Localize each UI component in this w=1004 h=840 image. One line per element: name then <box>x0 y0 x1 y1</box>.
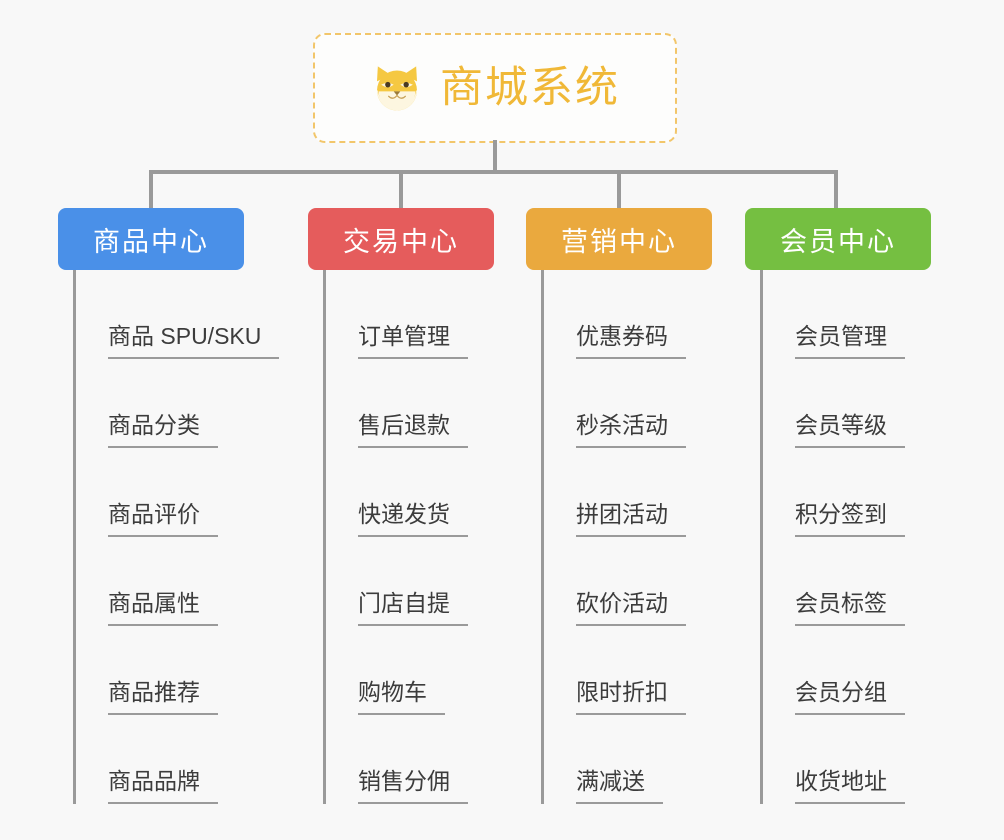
list-item[interactable]: 收货地址 <box>763 715 931 804</box>
list-item[interactable]: 商品分类 <box>76 359 244 448</box>
column-member-center: 会员中心 会员管理 会员等级 积分签到 会员标签 会员分组 收货地址 <box>745 208 931 804</box>
leaf-label: 门店自提 <box>358 590 468 626</box>
leaf-label: 会员等级 <box>795 412 905 448</box>
root-to-columns-connector <box>149 140 838 210</box>
list-item[interactable]: 会员分组 <box>763 626 931 715</box>
leaf-label: 限时折扣 <box>576 679 686 715</box>
leaf-label: 商品推荐 <box>108 679 218 715</box>
leaf-stack-member-center: 会员管理 会员等级 积分签到 会员标签 会员分组 收货地址 <box>760 270 931 804</box>
list-item[interactable]: 积分签到 <box>763 448 931 537</box>
leaf-label: 购物车 <box>358 679 445 715</box>
column-product-center: 商品中心 商品 SPU/SKU 商品分类 商品评价 商品属性 商品推荐 商品品牌 <box>58 208 280 804</box>
column-marketing-center: 营销中心 优惠券码 秒杀活动 拼团活动 砍价活动 限时折扣 满减送 <box>526 208 712 804</box>
list-item[interactable]: 优惠券码 <box>544 270 712 359</box>
column-header-member-center[interactable]: 会员中心 <box>745 208 931 270</box>
leaf-label: 销售分佣 <box>358 768 468 804</box>
leaf-label: 商品评价 <box>108 501 218 537</box>
list-item[interactable]: 快递发货 <box>326 448 494 537</box>
list-item[interactable]: 砍价活动 <box>544 537 712 626</box>
leaf-label: 商品属性 <box>108 590 218 626</box>
leaf-label: 砍价活动 <box>576 590 686 626</box>
root-node[interactable]: 商城系统 <box>313 33 677 143</box>
leaf-stack-product-center: 商品 SPU/SKU 商品分类 商品评价 商品属性 商品推荐 商品品牌 <box>73 270 280 804</box>
leaf-stack-marketing-center: 优惠券码 秒杀活动 拼团活动 砍价活动 限时折扣 满减送 <box>541 270 712 804</box>
list-item[interactable]: 秒杀活动 <box>544 359 712 448</box>
leaf-label: 积分签到 <box>795 501 905 537</box>
leaf-label: 商品品牌 <box>108 768 218 804</box>
list-item[interactable]: 会员标签 <box>763 537 931 626</box>
leaf-label: 商品 SPU/SKU <box>108 323 280 359</box>
list-item[interactable]: 销售分佣 <box>326 715 494 804</box>
list-item[interactable]: 商品品牌 <box>76 715 244 804</box>
root-title: 商城系统 <box>440 63 620 112</box>
list-item[interactable]: 门店自提 <box>326 537 494 626</box>
column-trade-center: 交易中心 订单管理 售后退款 快递发货 门店自提 购物车 销售分佣 <box>308 208 494 804</box>
list-item[interactable]: 售后退款 <box>326 359 494 448</box>
leaf-label: 会员管理 <box>795 323 905 359</box>
leaf-label: 优惠券码 <box>576 323 686 359</box>
list-item[interactable]: 购物车 <box>326 626 494 715</box>
list-item[interactable]: 拼团活动 <box>544 448 712 537</box>
leaf-label: 秒杀活动 <box>576 412 686 448</box>
list-item[interactable]: 商品属性 <box>76 537 244 626</box>
list-item[interactable]: 商品 SPU/SKU <box>76 270 280 359</box>
list-item[interactable]: 订单管理 <box>326 270 494 359</box>
column-header-trade-center[interactable]: 交易中心 <box>308 208 494 270</box>
leaf-label: 快递发货 <box>358 501 468 537</box>
leaf-label: 商品分类 <box>108 412 218 448</box>
shiba-dog-face-icon <box>377 66 417 111</box>
leaf-label: 收货地址 <box>795 768 905 804</box>
leaf-label: 会员标签 <box>795 590 905 626</box>
leaf-label: 订单管理 <box>358 323 468 359</box>
list-item[interactable]: 会员管理 <box>763 270 931 359</box>
column-header-product-center[interactable]: 商品中心 <box>58 208 244 270</box>
column-header-marketing-center[interactable]: 营销中心 <box>526 208 712 270</box>
list-item[interactable]: 商品推荐 <box>76 626 244 715</box>
list-item[interactable]: 会员等级 <box>763 359 931 448</box>
leaf-stack-trade-center: 订单管理 售后退款 快递发货 门店自提 购物车 销售分佣 <box>323 270 494 804</box>
leaf-label: 售后退款 <box>358 412 468 448</box>
leaf-label: 满减送 <box>576 768 663 804</box>
leaf-label: 拼团活动 <box>576 501 686 537</box>
leaf-label: 会员分组 <box>795 679 905 715</box>
list-item[interactable]: 满减送 <box>544 715 712 804</box>
list-item[interactable]: 限时折扣 <box>544 626 712 715</box>
list-item[interactable]: 商品评价 <box>76 448 244 537</box>
